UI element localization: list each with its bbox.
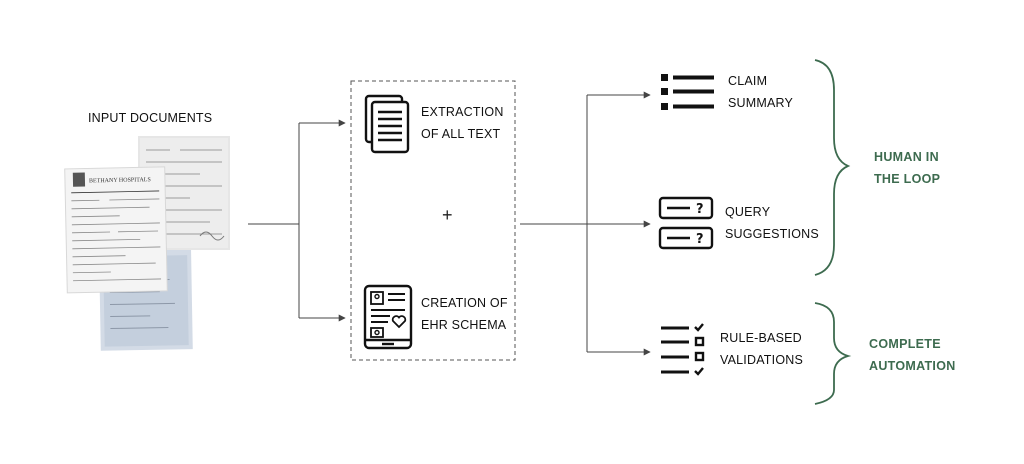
creation-label: CREATION OF EHR SCHEMA bbox=[421, 296, 508, 332]
query-icon: ? ? bbox=[658, 196, 714, 250]
complete-automation-label: COMPLETE AUTOMATION bbox=[869, 337, 956, 373]
processing-dashed-box bbox=[350, 80, 516, 361]
human-loop-brace bbox=[814, 59, 851, 276]
human-in-the-loop-label: HUMAN IN THE LOOP bbox=[874, 150, 941, 186]
list-icon bbox=[661, 74, 714, 110]
doc-header-text: BETHANY HOSPITALS bbox=[89, 177, 151, 184]
middle-to-outputs-connector bbox=[520, 91, 651, 356]
ehr-tablet-icon bbox=[363, 284, 413, 350]
extraction-label: EXTRACTION OF ALL TEXT bbox=[421, 105, 504, 141]
claim-summary-label: CLAIM SUMMARY bbox=[728, 74, 794, 110]
svg-text:?: ? bbox=[696, 202, 704, 217]
documents-stack-icon bbox=[364, 94, 410, 154]
input-documents-label: INPUT DOCUMENTS bbox=[88, 111, 213, 125]
input-documents-image: BETHANY HOSPITALS bbox=[64, 136, 230, 351]
svg-text:?: ? bbox=[696, 232, 704, 247]
checklist-icon bbox=[661, 323, 705, 376]
input-to-middle-connector bbox=[248, 119, 346, 322]
plus-sign: + bbox=[442, 205, 453, 225]
rule-based-validations-label: RULE-BASED VALIDATIONS bbox=[720, 331, 804, 367]
automation-brace bbox=[814, 302, 852, 405]
query-suggestions-label: QUERY SUGGESTIONS bbox=[725, 205, 819, 241]
